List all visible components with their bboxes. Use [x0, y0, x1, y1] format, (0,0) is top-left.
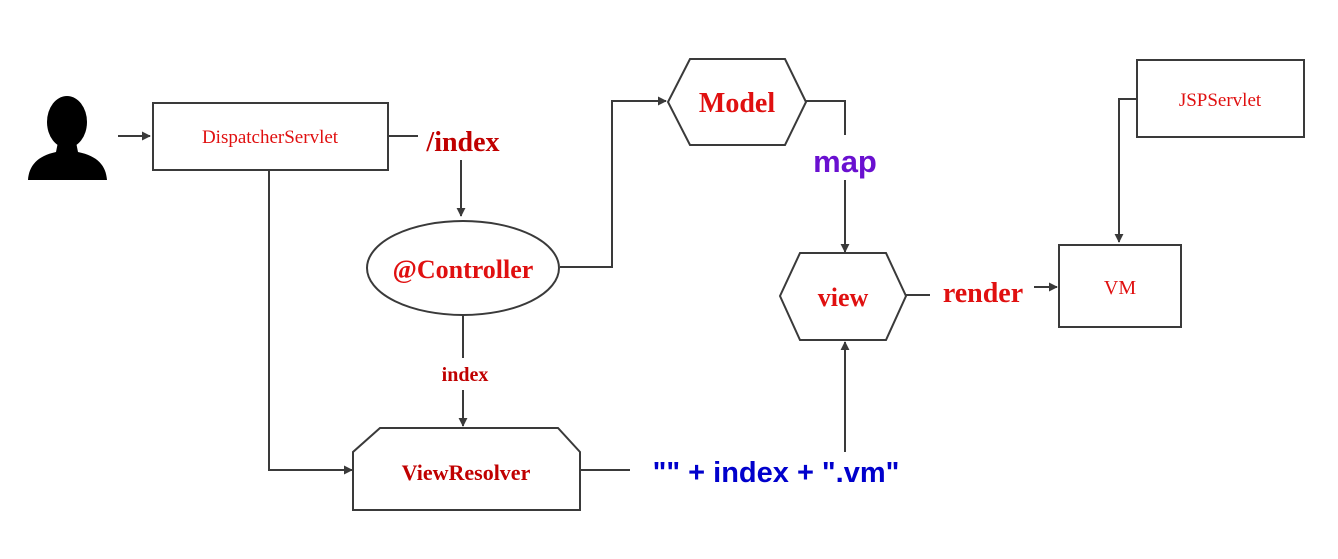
- dispatcher-servlet-label: DispatcherServlet: [202, 127, 339, 148]
- user-silhouette-icon: [28, 96, 107, 180]
- jsp-servlet-label: JSPServlet: [1179, 90, 1262, 111]
- vm-node: VM: [1058, 244, 1182, 328]
- view-node: view: [778, 252, 908, 341]
- view-name-expression-label: "" + index + ".vm": [653, 457, 900, 489]
- controller-label: @Controller: [393, 255, 534, 284]
- connectors: [118, 96, 1137, 475]
- model-to-map-line: [805, 100, 846, 135]
- jsp-to-vm-arrow: [1114, 98, 1137, 243]
- map-label: map: [813, 144, 877, 179]
- index-path-label: /index: [425, 127, 499, 158]
- model-node: Model: [666, 58, 808, 146]
- dispatcher-servlet-node: DispatcherServlet: [152, 102, 389, 171]
- controller-node: @Controller: [366, 220, 560, 316]
- jsp-servlet-node: JSPServlet: [1136, 59, 1305, 138]
- render-label: render: [943, 278, 1023, 309]
- view-resolver-node: ViewResolver: [352, 427, 581, 511]
- view-resolver-label: ViewResolver: [402, 460, 531, 485]
- vm-label: VM: [1104, 277, 1136, 299]
- dispatcher-to-resolver-arrow: [268, 170, 353, 475]
- model-label: Model: [699, 88, 775, 119]
- index-return-label: index: [442, 364, 489, 386]
- view-label: view: [818, 283, 869, 312]
- controller-to-model-arrow: [560, 96, 667, 268]
